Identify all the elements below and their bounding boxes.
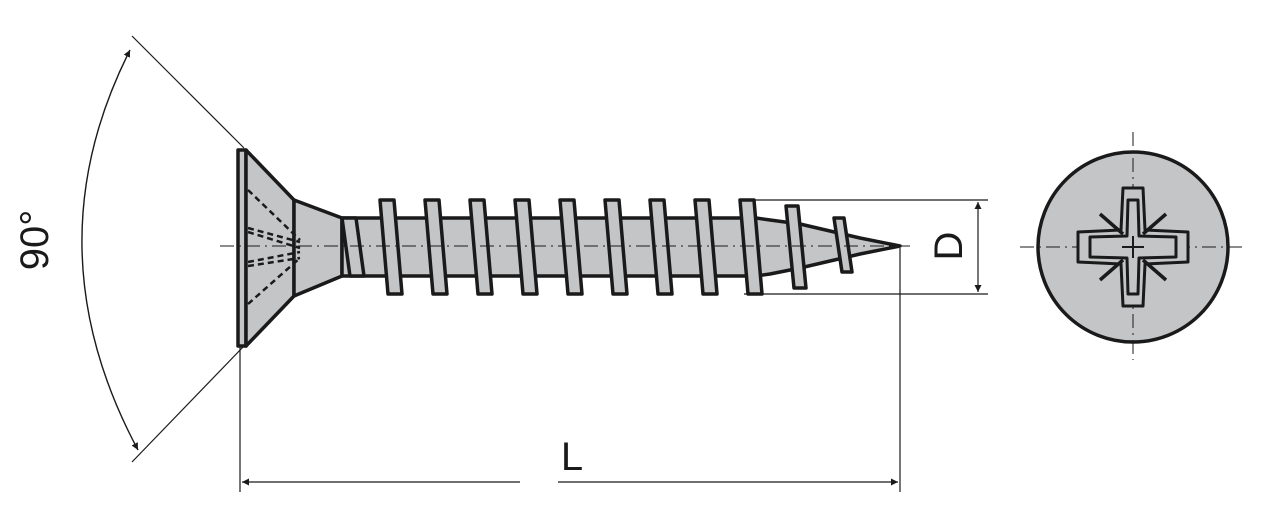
recess-hidden-lines <box>247 189 301 305</box>
pozi-recess <box>1076 186 1190 308</box>
diameter-dimension: D <box>744 199 988 295</box>
screw-side-view <box>220 148 915 348</box>
angle-extension-bottom <box>131 345 245 463</box>
diameter-label: D <box>927 232 971 261</box>
length-label: L <box>561 435 583 479</box>
length-dimension: L <box>239 248 901 492</box>
thread-crest <box>648 198 674 296</box>
thread-crest <box>558 198 584 296</box>
angle-label: 90° <box>13 210 57 271</box>
thread-crest <box>784 204 808 290</box>
screw-head-top-view <box>1020 132 1246 360</box>
thread-crest <box>423 198 449 296</box>
thread-crest <box>513 198 539 296</box>
threads <box>340 198 854 296</box>
thread-crest <box>738 198 764 296</box>
angle-dimension: 90° <box>13 35 245 463</box>
angle-arc <box>81 49 139 451</box>
head-cone <box>244 148 296 348</box>
angle-extension-top <box>131 35 245 149</box>
thread-crest <box>468 198 494 296</box>
thread-crest <box>693 198 719 296</box>
thread-crest <box>340 216 366 278</box>
thread-crest <box>378 198 404 296</box>
thread-crest <box>603 198 629 296</box>
head-neck <box>292 198 344 298</box>
thread-crest <box>832 216 854 274</box>
